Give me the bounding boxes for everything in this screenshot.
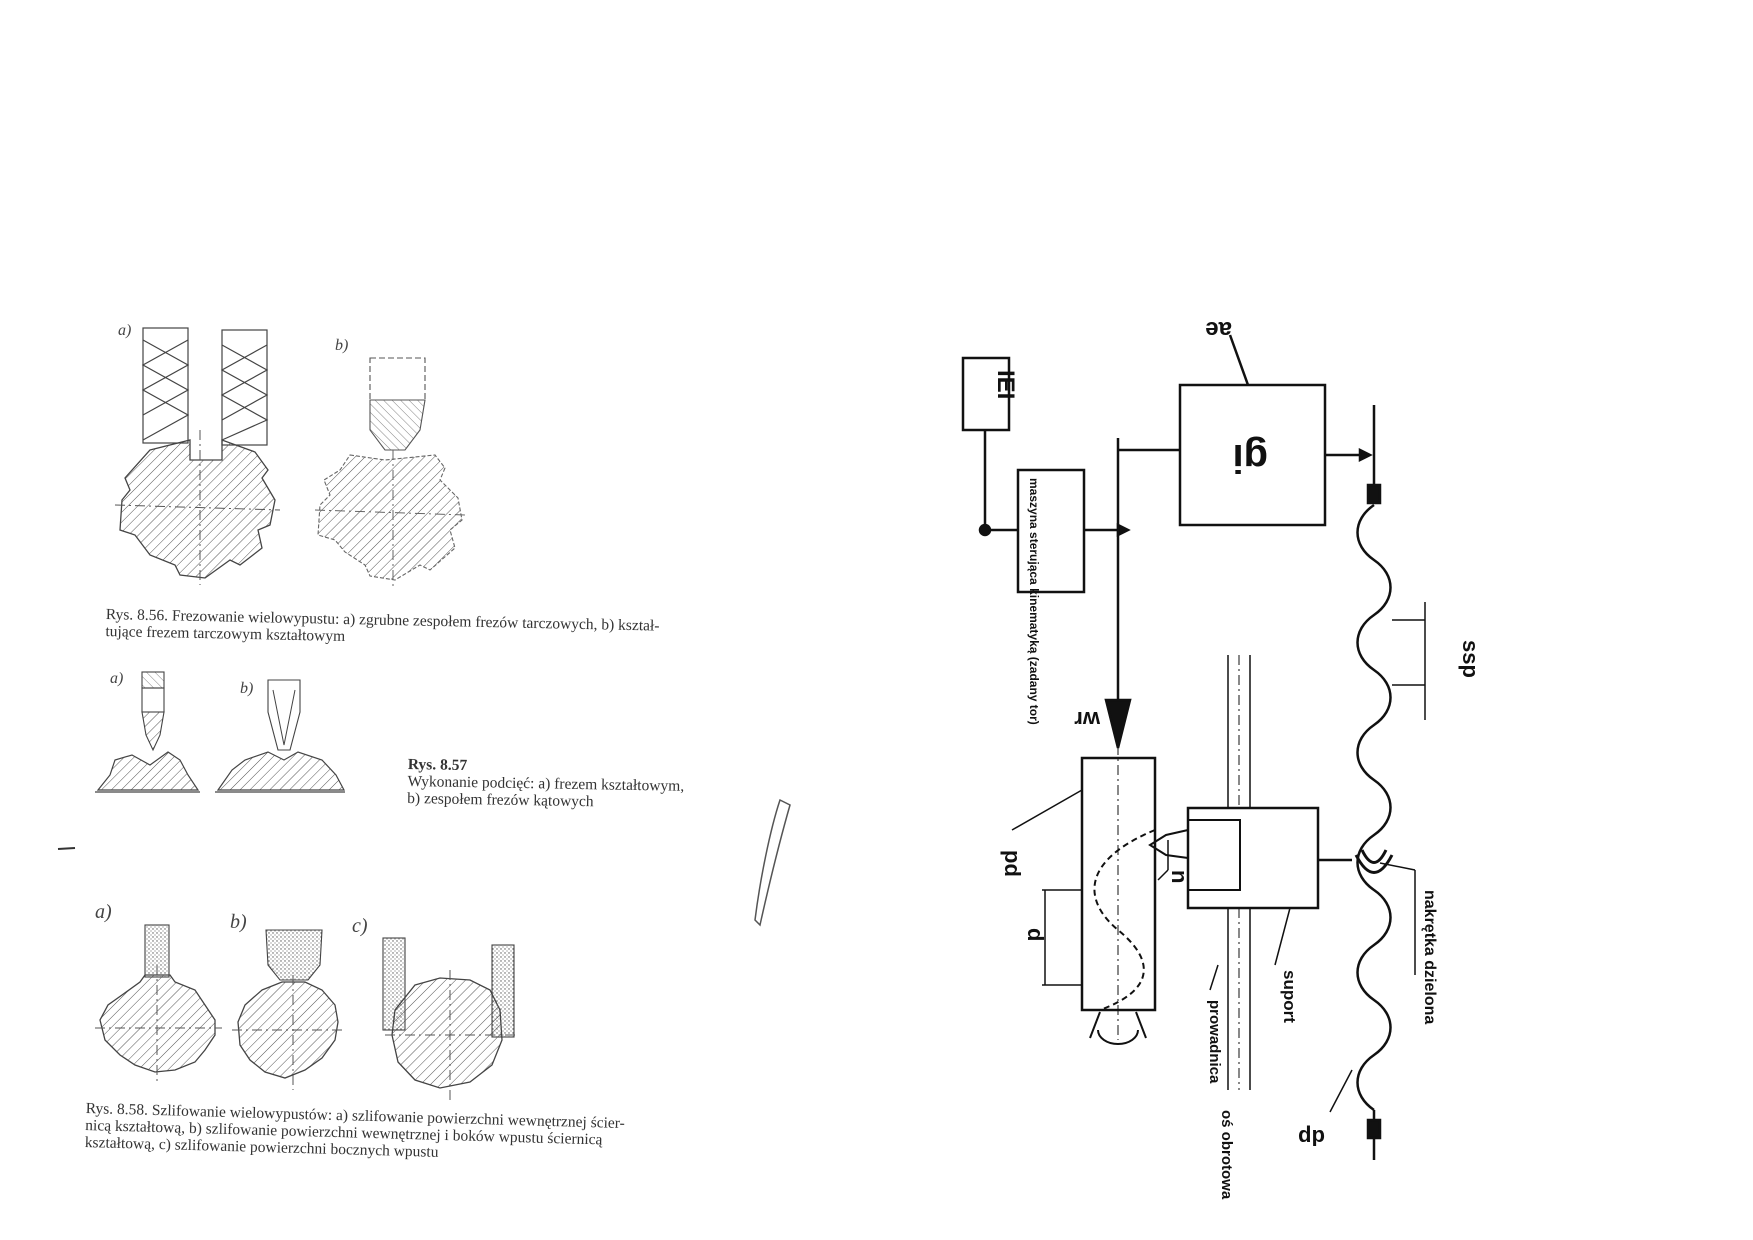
fig857-label-a: a)	[110, 670, 123, 687]
fig858-label-c: c)	[352, 915, 368, 937]
fig-857b	[215, 679, 345, 793]
label-gi: gi	[1232, 436, 1268, 480]
label-os: oś obrotowa	[1218, 1110, 1235, 1200]
fig-858b	[232, 929, 345, 1090]
fig-856a	[114, 327, 281, 585]
label-ae: ae	[1205, 316, 1232, 343]
label-n: n	[1167, 870, 1192, 883]
fig-857a	[95, 671, 200, 793]
fig857-label-b: b)	[240, 680, 253, 697]
label-dp: dp	[1298, 1125, 1325, 1150]
fig-856b	[314, 357, 466, 588]
label-suport: suport	[1280, 970, 1299, 1023]
label-prowadnica: prowadnica	[1206, 1000, 1223, 1084]
label-nakretka: nakrętka dzielona	[1421, 890, 1438, 1024]
label-pd: pd	[1000, 850, 1025, 877]
label-wr: wr	[1074, 707, 1101, 732]
fig-858c	[382, 937, 515, 1100]
fig856-label-b: b)	[335, 337, 348, 354]
label-d: d	[1023, 928, 1048, 941]
label-ssp: ssp	[1458, 640, 1483, 678]
fig-858a	[95, 924, 222, 1085]
fig856-label-a: a)	[118, 322, 131, 339]
label-ei: IEI	[992, 370, 1019, 399]
fig858-label-b: b)	[230, 911, 247, 933]
fig858-label-a: a)	[95, 901, 112, 923]
label-ms: maszyna sterująca kinematyką (zadany tor…	[1027, 478, 1041, 725]
suport-box	[1186, 806, 1320, 910]
